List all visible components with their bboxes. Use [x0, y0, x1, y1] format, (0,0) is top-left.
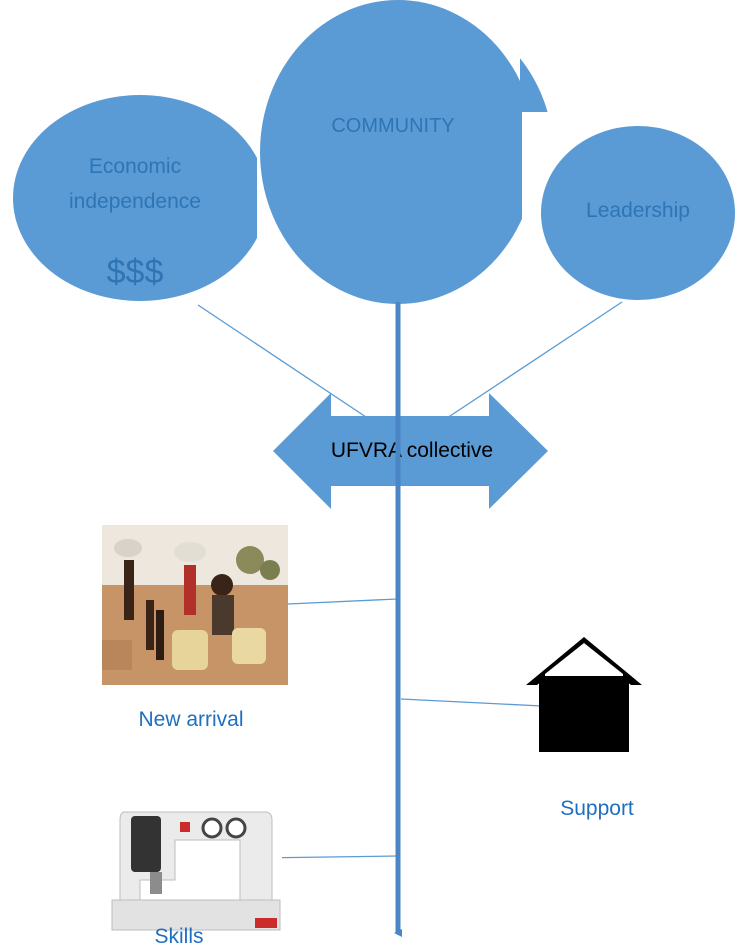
- collective-double-arrow: UFVRA collective: [273, 393, 548, 509]
- new-arrival-caption: New arrival: [138, 708, 243, 731]
- new-arrival-photo: [102, 525, 288, 685]
- branch-support: [400, 698, 543, 707]
- economic-label-line1: Economic: [89, 155, 181, 178]
- community-bubble: COMMUNITY: [260, 0, 548, 304]
- community-label: COMMUNITY: [331, 115, 454, 137]
- leadership-label: Leadership: [586, 199, 690, 222]
- connector-leadership: [437, 301, 623, 425]
- economic-label-line2: independence: [69, 190, 201, 213]
- leadership-bubble: Leadership: [541, 126, 735, 300]
- dollar-symbols: $$$: [107, 253, 164, 291]
- economic-independence-bubble: Economic independence $$$: [13, 95, 257, 301]
- branch-new-arrival: [287, 598, 398, 605]
- skills-caption: Skills: [154, 925, 203, 947]
- collective-label: UFVRA collective: [331, 439, 493, 462]
- house-icon: [526, 637, 642, 752]
- connector-economic: [197, 304, 379, 426]
- sewing-machine-photo: [106, 795, 282, 933]
- support-caption: Support: [560, 797, 634, 820]
